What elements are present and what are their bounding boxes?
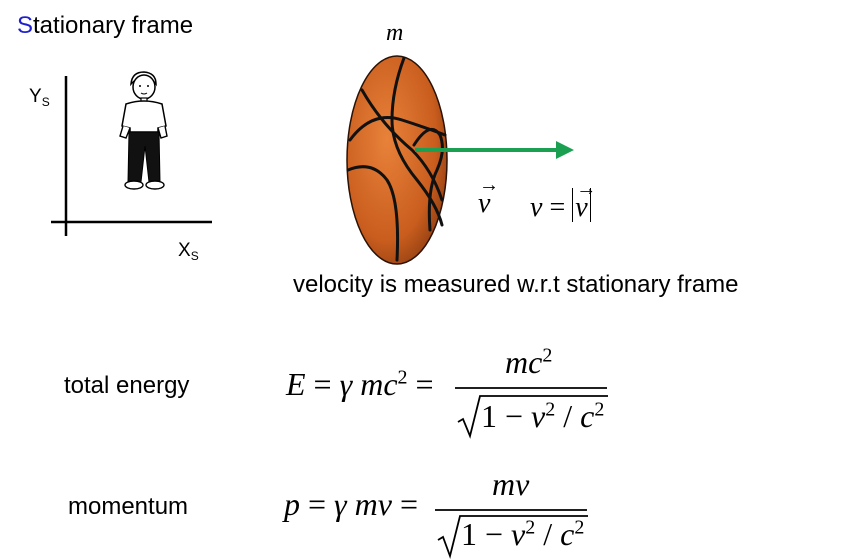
momentum-label: momentum (68, 493, 189, 520)
title-rest: tationary frame (33, 12, 194, 39)
page-title: Stationary frame (17, 12, 193, 40)
speed-definition: v = →v (530, 178, 597, 223)
momentum-fraction-bar (435, 509, 587, 511)
momentum-denominator: 1 − v2 / c2 (461, 516, 585, 552)
energy-sqrt-icon (457, 395, 608, 439)
energy-numerator: mc2 (505, 344, 553, 380)
basketball-icon (346, 55, 448, 265)
mass-label: m (386, 20, 404, 46)
person-observer-icon (119, 71, 168, 190)
energy-equation-lhs: E = γ mc2 = (286, 366, 434, 402)
velocity-note: velocity is measured w.r.t stationary fr… (293, 271, 739, 298)
velocity-arrow-icon (415, 141, 574, 159)
momentum-equation-lhs: p = γ mv = (284, 486, 419, 522)
energy-denominator: 1 − v2 / c2 (481, 398, 605, 434)
energy-fraction-bar (455, 387, 607, 389)
momentum-sqrt-icon (437, 515, 588, 560)
y-axis-label: YS (29, 86, 50, 109)
momentum-numerator: mv (492, 466, 530, 502)
velocity-vector-symbol: → v (478, 174, 499, 219)
energy-label: total energy (64, 372, 190, 399)
x-axis-label: XS (178, 240, 199, 263)
title-first-letter: S (17, 12, 34, 39)
